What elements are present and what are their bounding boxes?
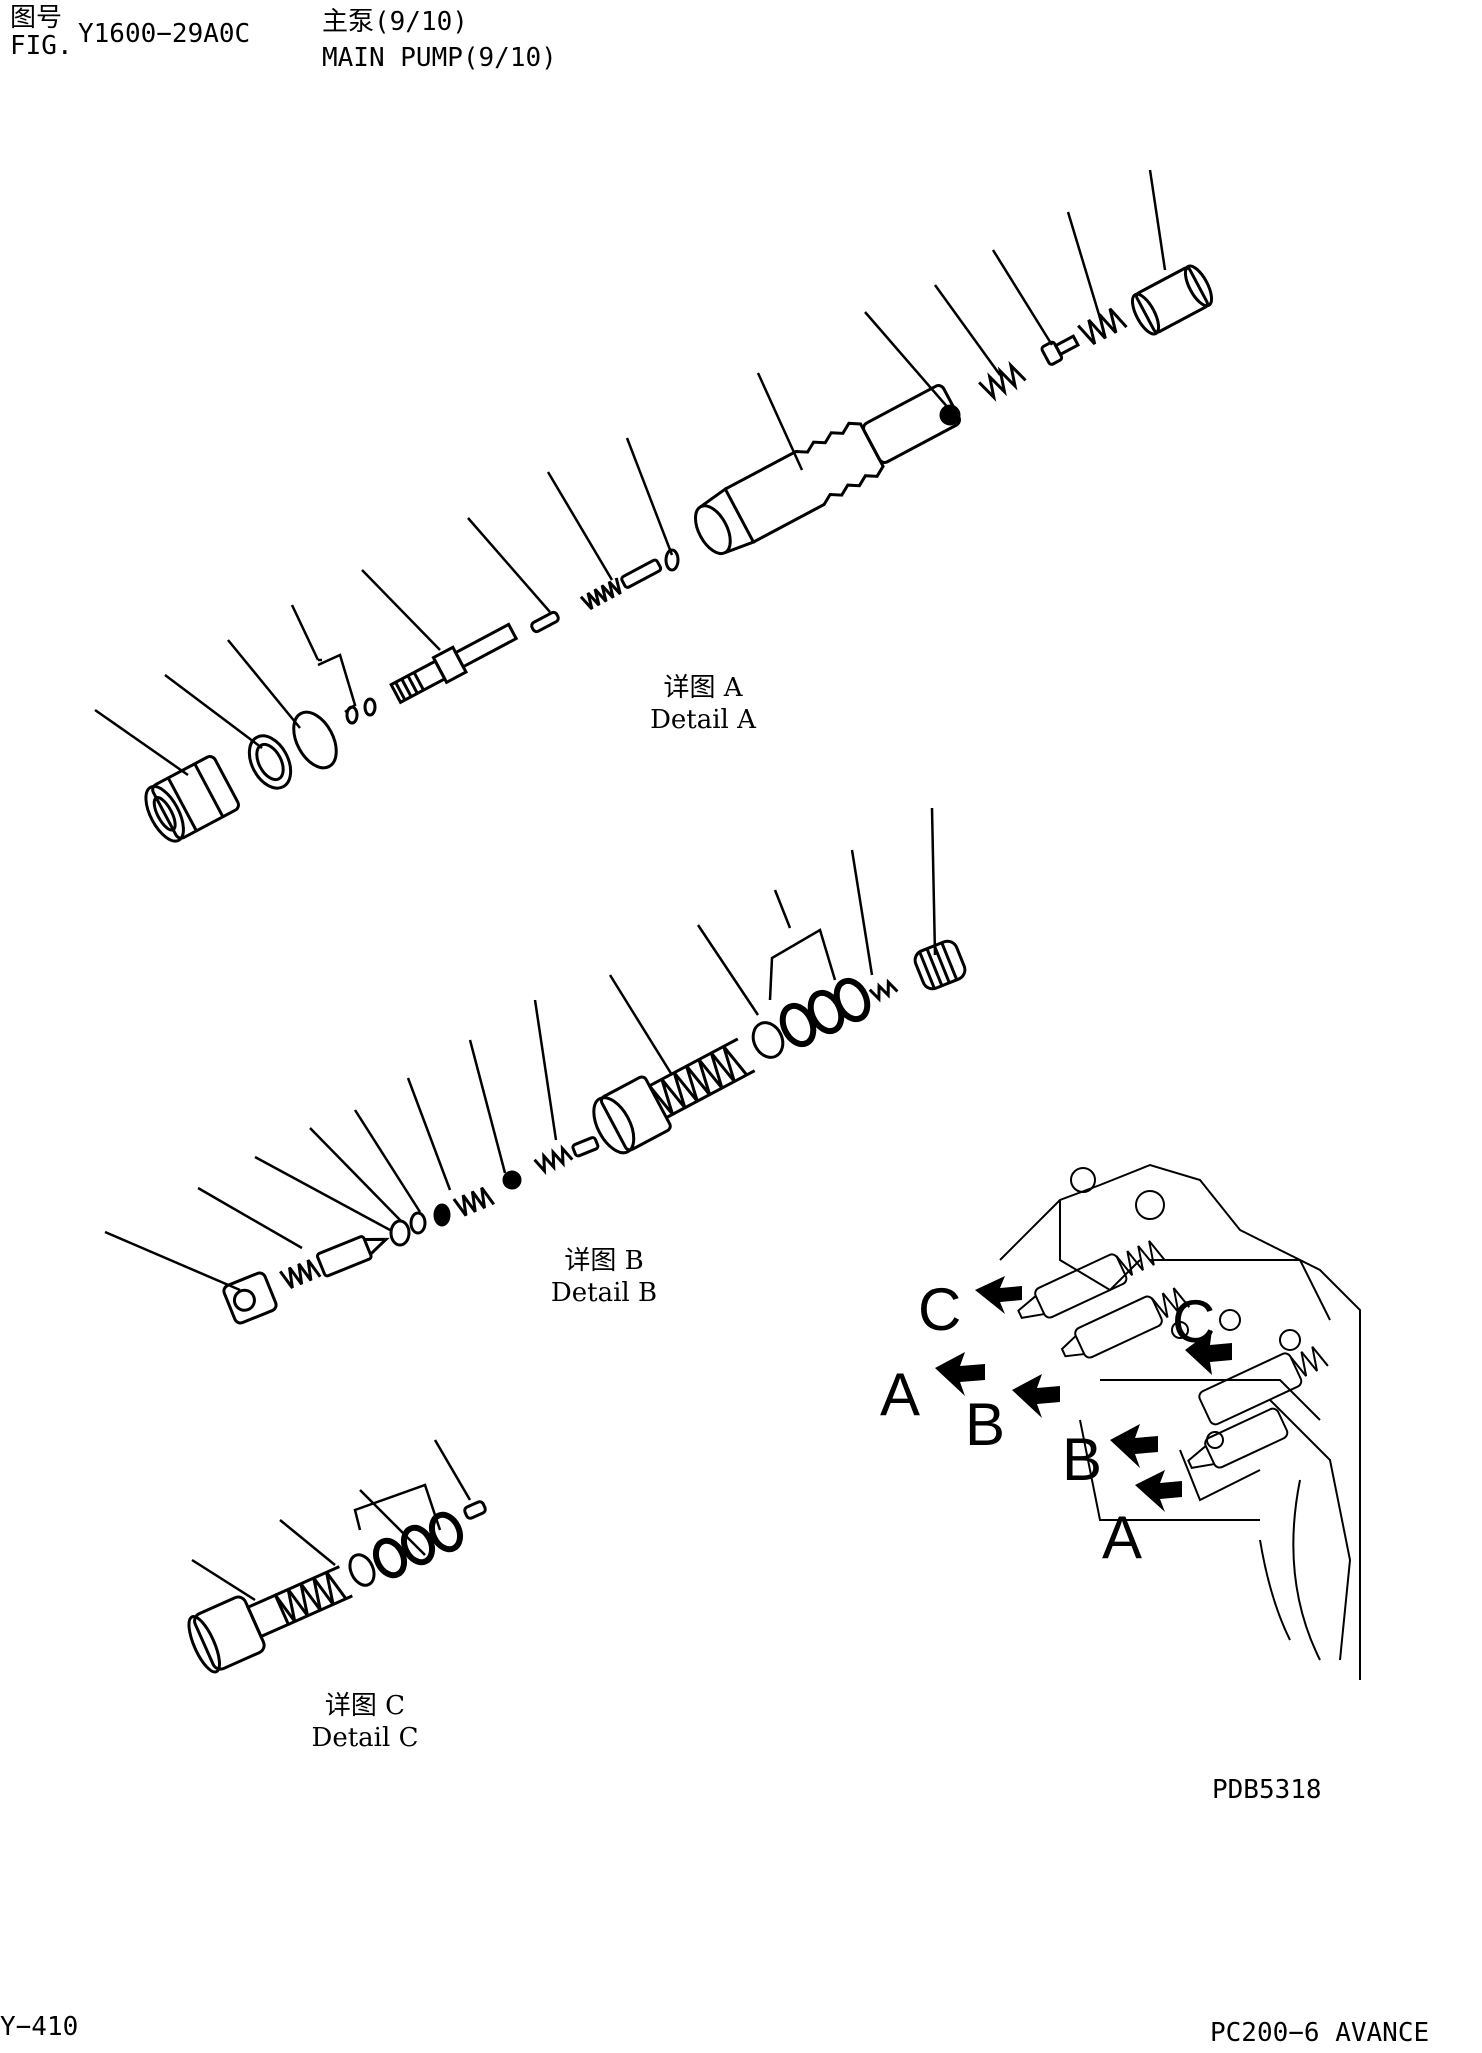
locator-label-c-left: C: [918, 1276, 961, 1343]
fig-label-en: FIG.: [10, 31, 73, 61]
detail-a-caption-zh: 详图 A: [663, 673, 743, 703]
detail-b-caption-zh: 详图 B: [564, 1246, 644, 1276]
title-zh: 主泵(9/10): [322, 7, 468, 37]
machine-model: PC200−6 AVANCE: [1210, 2018, 1430, 2048]
title-en: MAIN PUMP(9/10): [322, 43, 557, 73]
detail-b-leaders: [104, 807, 937, 1292]
detail-c-assembly: [187, 1439, 487, 1674]
detail-a-leaders: [94, 169, 1167, 777]
page-number: Y−410: [0, 2012, 79, 2042]
fig-number: Y1600−29A0C: [78, 19, 251, 49]
detail-a-assembly: [94, 169, 1214, 843]
detail-a-caption-en: Detail A: [650, 705, 756, 735]
locator-label-c-right: C: [1172, 1288, 1215, 1355]
detail-c-leaders: [191, 1439, 472, 1602]
detail-b-caption-en: Detail B: [550, 1278, 658, 1308]
locator-label-b-left: B: [965, 1391, 1005, 1458]
locator-label-b-right: B: [1062, 1426, 1102, 1493]
locator-label-a-right: A: [1102, 1504, 1142, 1571]
pump-locator-view: C C A B B A: [880, 1163, 1361, 1680]
detail-b-assembly: [104, 807, 967, 1325]
drawing-code: PDB5318: [1212, 1775, 1322, 1805]
detail-c-caption-zh: 详图 C: [324, 1691, 406, 1721]
fig-label-zh: 图号: [10, 3, 63, 33]
locator-label-a-left: A: [880, 1361, 920, 1428]
locator-arrows: [935, 1276, 1232, 1512]
detail-c-caption-en: Detail C: [311, 1723, 419, 1753]
